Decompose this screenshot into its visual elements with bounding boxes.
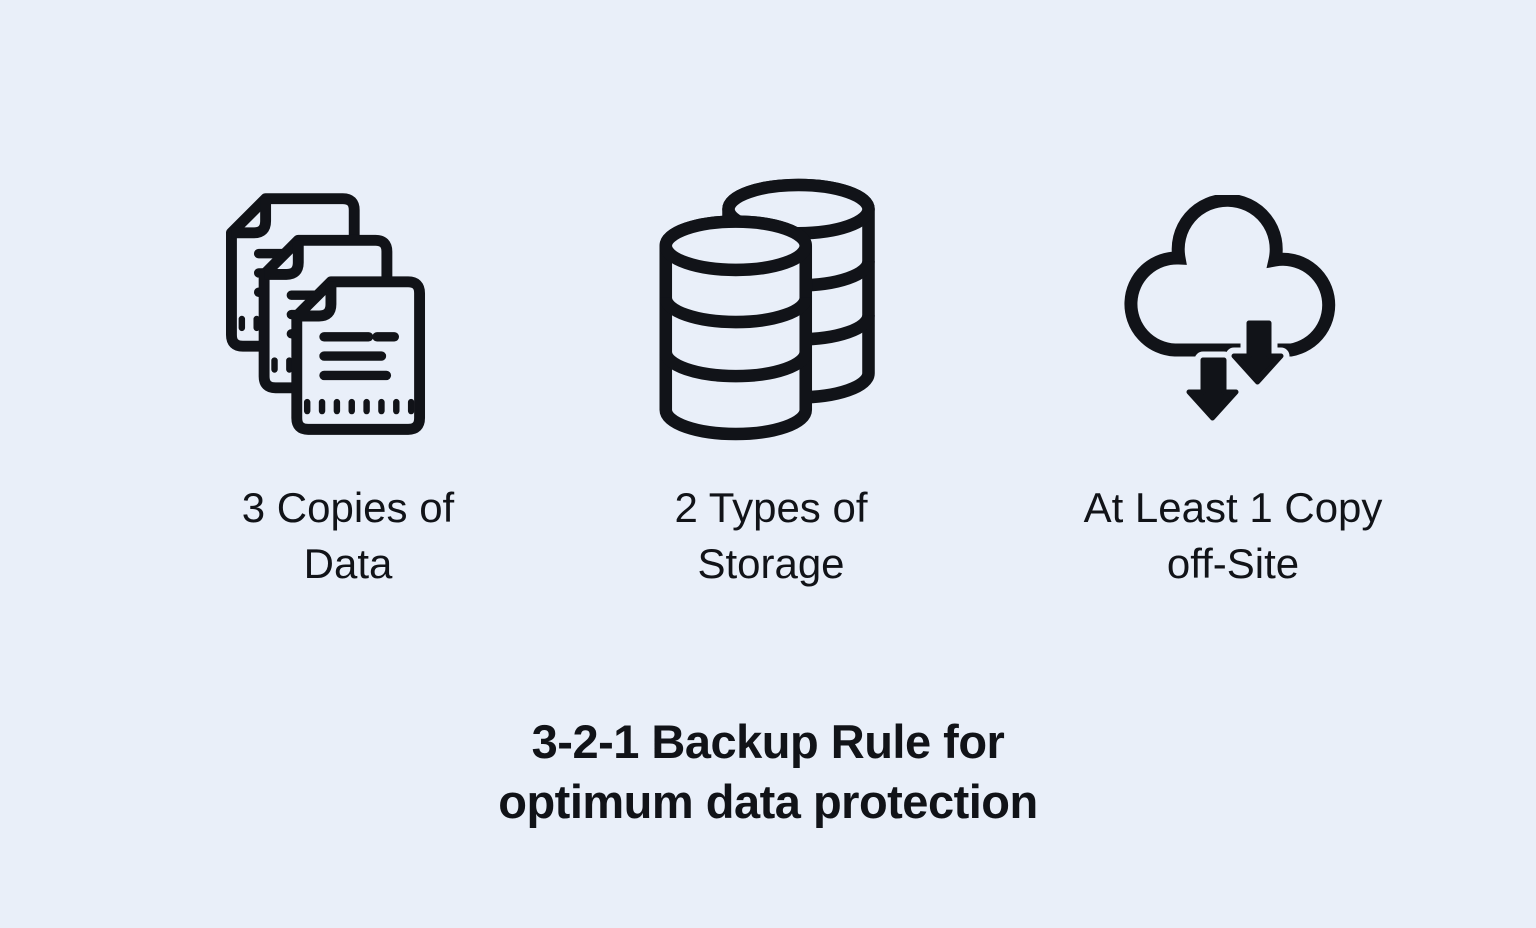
column-copies: 3 Copies of Data bbox=[168, 0, 528, 700]
column-offsite: At Least 1 Copy off-Site bbox=[1053, 0, 1413, 700]
column-storage: 2 Types of Storage bbox=[591, 0, 951, 700]
label-copies-line2: Data bbox=[303, 540, 393, 587]
infographic-title: 3-2-1 Backup Rule for optimum data prote… bbox=[0, 712, 1536, 832]
title-line2: optimum data protection bbox=[498, 775, 1038, 828]
label-offsite-line2: off-Site bbox=[1166, 540, 1300, 587]
label-offsite: At Least 1 Copy off-Site bbox=[1053, 480, 1413, 592]
label-storage: 2 Types of Storage bbox=[591, 480, 951, 592]
label-storage-line2: Storage bbox=[697, 540, 845, 587]
label-copies: 3 Copies of Data bbox=[168, 480, 528, 592]
documents-icon bbox=[226, 193, 426, 440]
label-offsite-line1: At Least 1 Copy bbox=[1083, 484, 1383, 531]
label-storage-line1: 2 Types of bbox=[674, 484, 868, 531]
title-line1: 3-2-1 Backup Rule for bbox=[531, 715, 1005, 768]
cloud-download-icon bbox=[1123, 195, 1343, 427]
database-icon bbox=[660, 178, 883, 441]
label-copies-line1: 3 Copies of bbox=[241, 484, 455, 531]
